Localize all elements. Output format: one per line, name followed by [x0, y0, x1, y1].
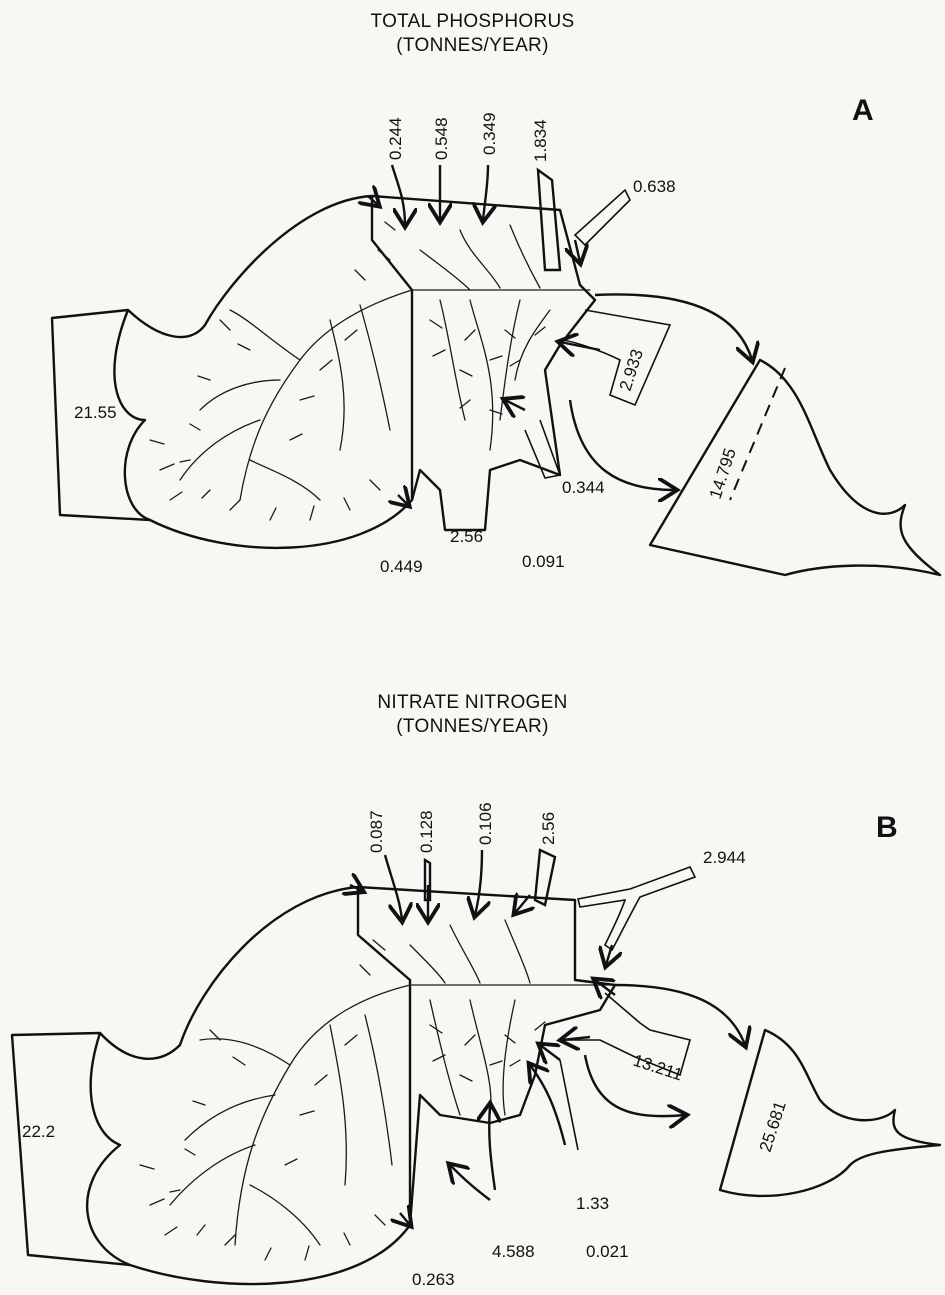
panel-a-value-top-2: 0.548: [432, 117, 451, 160]
drainage-network: [140, 920, 610, 1260]
panel-a-outflow-arrow-top: [595, 294, 752, 360]
panel-b-value-top-1: 0.087: [367, 810, 386, 853]
panel-a-upper-right-tributary: [575, 190, 630, 245]
west-bulge: [114, 310, 150, 520]
west-bulge: [87, 1033, 130, 1265]
panel-b-value-bottom-right: 0.021: [586, 1242, 629, 1261]
panel-b-outflow-shape: [720, 1030, 940, 1196]
central-basin: [358, 887, 615, 1225]
panel-a-value-south-east: 0.344: [562, 478, 605, 497]
panel-nitrate-nitrogen: NITRATE NITROGEN (TONNES/YEAR) B: [0, 645, 945, 1295]
panel-a-outflow-shape: [650, 360, 940, 575]
panel-a-value-outflow: 14.795: [706, 446, 740, 501]
panel-b-watershed-diagram: 0.087 0.128 0.106 2.56 2.944 13.211 25.6…: [0, 645, 945, 1295]
panel-b-value-top-4: 2.56: [539, 812, 558, 845]
panel-a-value-top-1: 0.244: [386, 117, 405, 160]
panel-a-outflow-arrow-bottom: [570, 400, 675, 490]
panel-b-value-top-3: 0.106: [476, 802, 495, 845]
panel-b-top-inflow-arrows: [350, 850, 555, 920]
panel-a-value-west-region: 21.55: [74, 403, 117, 422]
panel-total-phosphorus: TOTAL PHOSPHORUS (TONNES/YEAR) A: [0, 0, 945, 640]
panel-b-value-south-center: 4.588: [492, 1242, 535, 1261]
panel-b-value-bottom-left: 0.263: [412, 1270, 455, 1289]
west-inflow-block: [52, 196, 412, 548]
panel-b-value-outflow: 25.681: [756, 1099, 790, 1154]
panel-b-value-east-inflow: 13.211: [631, 1051, 685, 1085]
drainage-network: [150, 222, 590, 520]
panel-a-value-bottom-left: 0.449: [380, 557, 423, 576]
panel-a-top-inflow-arrows: [368, 165, 560, 270]
panel-b-value-west-region: 22.2: [22, 1122, 55, 1141]
panel-b-outflow-arrow-top: [615, 985, 745, 1045]
panel-b-upper-right-tributary: [578, 867, 695, 950]
panel-a-value-top-4: 1.834: [531, 119, 550, 162]
panel-b-value-upper-right-inflow: 2.944: [703, 848, 746, 867]
panel-b-value-top-2: 0.128: [417, 810, 436, 853]
panel-b-value-south-east: 1.33: [576, 1194, 609, 1213]
west-inflow-block: [12, 887, 410, 1284]
panel-a-value-top-3: 0.349: [480, 112, 499, 155]
panel-a-value-bottom-right: 0.091: [522, 552, 565, 571]
panel-a-watershed-diagram: 0.244 0.548 0.349 1.834 0.638 2.933 14.7…: [0, 0, 945, 640]
panel-a-value-east-inflow: 2.933: [616, 347, 647, 393]
panel-a-value-upper-right-inflow: 0.638: [633, 177, 676, 196]
panel-a-value-south-center: 2.56: [450, 527, 483, 546]
